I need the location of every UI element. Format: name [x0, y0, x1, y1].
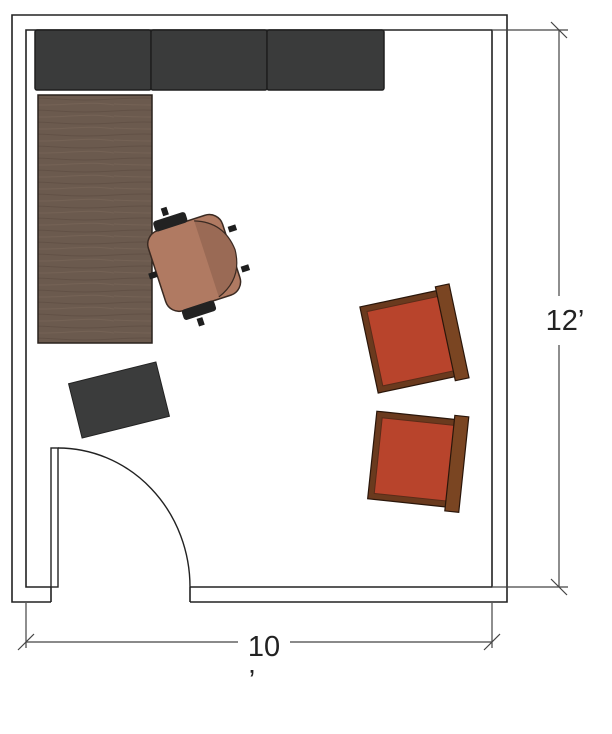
- width-label: 10: [248, 631, 280, 663]
- desk: [37, 94, 153, 344]
- cabinet-2: [150, 29, 268, 91]
- door: [50, 447, 191, 588]
- guest-chair-2: [367, 410, 470, 513]
- caster-icon: [148, 206, 251, 327]
- door-leaf: [50, 447, 59, 588]
- width-label-mark: ’: [249, 665, 255, 697]
- cabinet-1: [34, 29, 152, 91]
- guest-chair-seat: [373, 417, 457, 502]
- office-chair-armrest: [181, 300, 217, 320]
- office-chair: [146, 206, 251, 327]
- height-label: 12’: [546, 305, 585, 337]
- width-dimension: [17, 603, 501, 651]
- height-dimension: [493, 21, 568, 596]
- floor-mat: [67, 361, 171, 439]
- door-swing-arc-icon: [57, 447, 191, 588]
- guest-chair-1: [359, 283, 470, 394]
- cabinet-3: [266, 29, 385, 91]
- office-chair-armrest: [153, 212, 188, 232]
- guest-chair-back: [444, 414, 470, 513]
- door-jamb: [50, 587, 191, 602]
- guest-chair-back: [434, 283, 470, 382]
- upper-cabinets: [34, 29, 385, 91]
- outer-wall: [11, 14, 508, 603]
